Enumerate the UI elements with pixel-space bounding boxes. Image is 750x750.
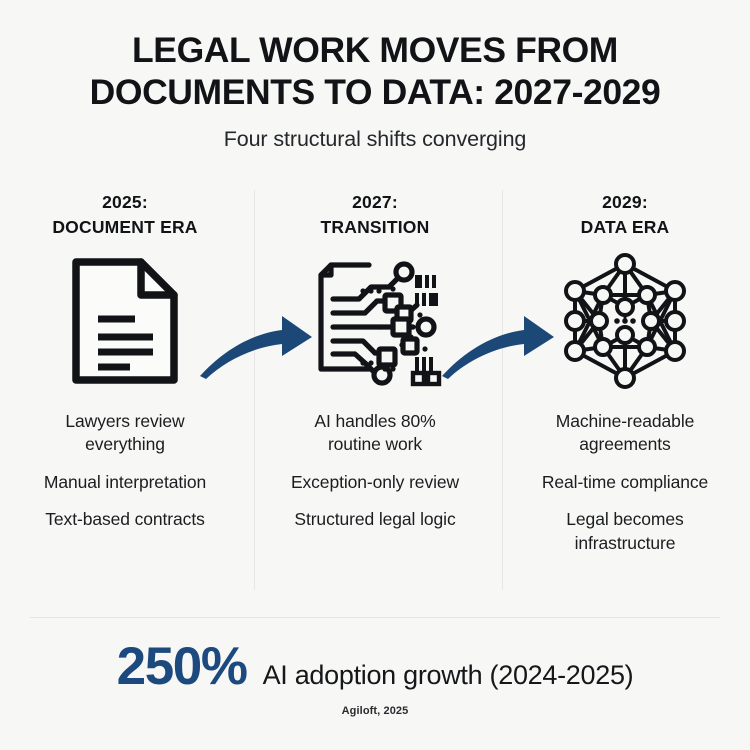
bullet-item: Machine-readable agreements [555,410,695,455]
stat-number: 250% [116,637,248,696]
network-graph-icon [555,246,695,396]
page-title: LEGAL WORK MOVES FROM DOCUMENTS TO DATA:… [89,30,661,112]
footer-stat: 250% AI adoption growth (2024-2025) [0,640,750,693]
bullet-item: Text-based contracts [45,509,205,530]
column-transition-era: 2027: TRANSITION [250,176,500,576]
bullet-item: Structured legal logic [294,509,456,530]
bullets-column-3: Machine-readable agreements Real-time co… [510,410,740,555]
bullets-column-1: Lawyers review everything Manual interpr… [10,410,240,532]
stat-label: AI adoption growth (2024-2025) [262,660,634,690]
document-page-icon [67,246,183,396]
source-attribution: Agiloft, 2025 [341,705,409,717]
bullet-item: Lawyers review everything [65,410,185,455]
column-heading-1: 2025: DOCUMENT ERA [52,192,198,237]
bullet-item: AI handles 80% routine work [314,410,436,455]
bullets-column-2: AI handles 80% routine work Exception-on… [260,410,490,532]
header: LEGAL WORK MOVES FROM DOCUMENTS TO DATA:… [0,0,750,152]
column-heading-3: 2029: DATA ERA [580,192,670,237]
footer-divider [30,617,720,618]
column-divider-1 [254,190,255,591]
column-heading-2: 2027: TRANSITION [320,192,430,237]
bullet-item: Legal becomes infrastructure [566,509,684,553]
bullet-item: Manual interpretation [43,471,207,492]
bullet-item: Real-time compliance [541,471,709,492]
page-subtitle: Four structural shifts converging [223,127,527,152]
column-data-era: 2029: DATA ERA [500,176,750,576]
era-columns: 2025: DOCUMENT ERA Lawyers review everyt… [0,176,750,591]
column-divider-2 [502,190,503,591]
bullet-item: Exception-only review [290,471,460,492]
column-document-era: 2025: DOCUMENT ERA Lawyers review everyt… [0,176,250,576]
document-to-circuit-icon [307,246,443,396]
